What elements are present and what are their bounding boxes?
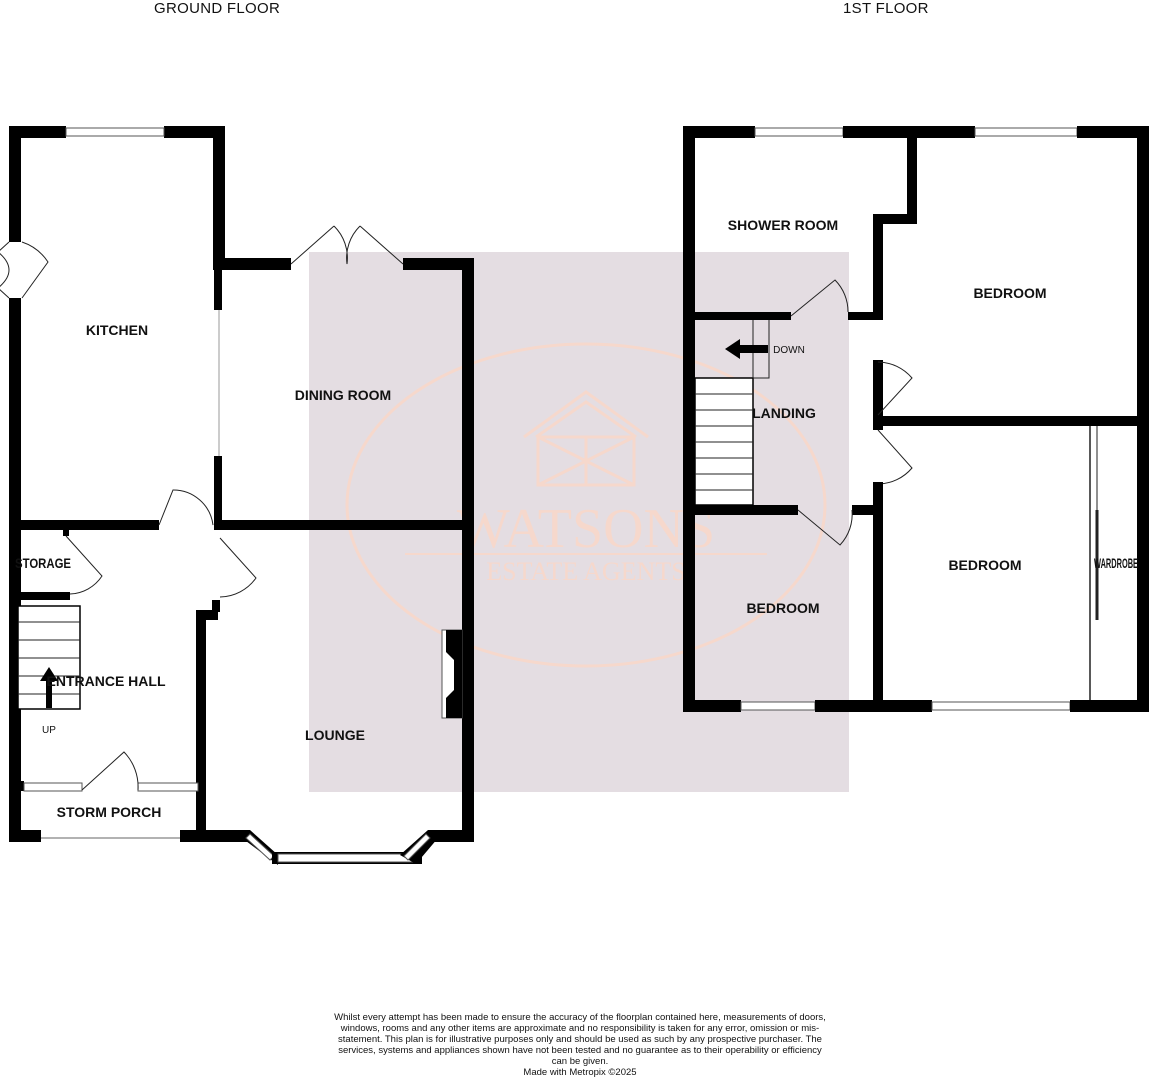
disclaimer-credit: Made with Metropix ©2025 — [523, 1067, 637, 1078]
bay-window-right — [403, 833, 431, 861]
porch-window-right — [137, 782, 199, 792]
storage-door — [65, 535, 103, 595]
watermark-brand: WATSONS — [457, 498, 715, 560]
lounge-door — [219, 537, 257, 598]
bedroom-1-label: BEDROOM — [973, 285, 1046, 301]
lounge-label: LOUNGE — [305, 727, 365, 743]
shower-room-window — [754, 127, 844, 137]
bedroom-2-label: BEDROOM — [948, 557, 1021, 573]
shower-room-label: SHOWER ROOM — [728, 217, 838, 233]
entrance-hall-label: ENTRANCE HALL — [47, 673, 166, 689]
wardrobe — [1089, 426, 1099, 700]
bedroom-1-window — [974, 127, 1078, 137]
watermark-ellipse — [345, 342, 827, 668]
first-floor-stairs — [694, 320, 770, 506]
kitchen-door — [158, 489, 214, 526]
watermark-logo — [523, 390, 649, 487]
bedroom-2-door — [877, 429, 913, 485]
watermark-tagline: ESTATE AGENTS — [486, 557, 685, 586]
bedroom-3-door — [797, 509, 853, 546]
shower-room-door — [790, 279, 849, 317]
wardrobe-label: WARDROBE — [1094, 555, 1138, 571]
kitchen-side-door — [0, 241, 10, 299]
first-floor-plan: SHOWER ROOM BEDROOM DOWN LANDING BEDROOM… — [683, 126, 1149, 712]
ground-floor-plan: KITCHEN DINING ROOM STORAGE ENTRANCE HAL… — [0, 126, 474, 865]
first-floor-title: 1ST FLOOR — [843, 0, 929, 17]
disclaimer-text: Whilst every attempt has been made to en… — [334, 1012, 826, 1067]
ground-stairs — [17, 605, 81, 710]
porch-window-left — [23, 782, 83, 792]
bay-window-left — [245, 833, 275, 861]
landing-label: LANDING — [752, 405, 816, 421]
stairs-down-label: DOWN — [773, 345, 805, 356]
storm-porch-label: STORM PORCH — [57, 804, 162, 820]
dining-french-door-left — [290, 225, 348, 265]
kitchen-label: KITCHEN — [86, 322, 148, 338]
bedroom-2-window — [931, 701, 1071, 711]
fireplace — [441, 629, 463, 719]
stairs-down-arrow — [725, 339, 768, 359]
dining-french-door-right — [346, 225, 404, 265]
dining-room-label: DINING ROOM — [295, 387, 391, 403]
stairs-up-label: UP — [42, 725, 56, 736]
disclaimer: Whilst every attempt has been made to en… — [330, 1012, 830, 1078]
front-door — [81, 751, 139, 791]
bedroom-3-label: BEDROOM — [746, 600, 819, 616]
floorplan-canvas: WATSONS ESTATE AGENTS — [0, 126, 1149, 865]
kitchen-window — [65, 127, 165, 137]
bedroom-3-window — [740, 701, 816, 711]
ground-floor-title: GROUND FLOOR — [154, 0, 281, 17]
bay-window-front — [277, 853, 417, 863]
stairs-up-arrow — [40, 667, 58, 708]
bedroom-1-door — [877, 361, 913, 416]
storage-label: STORAGE — [15, 555, 71, 571]
